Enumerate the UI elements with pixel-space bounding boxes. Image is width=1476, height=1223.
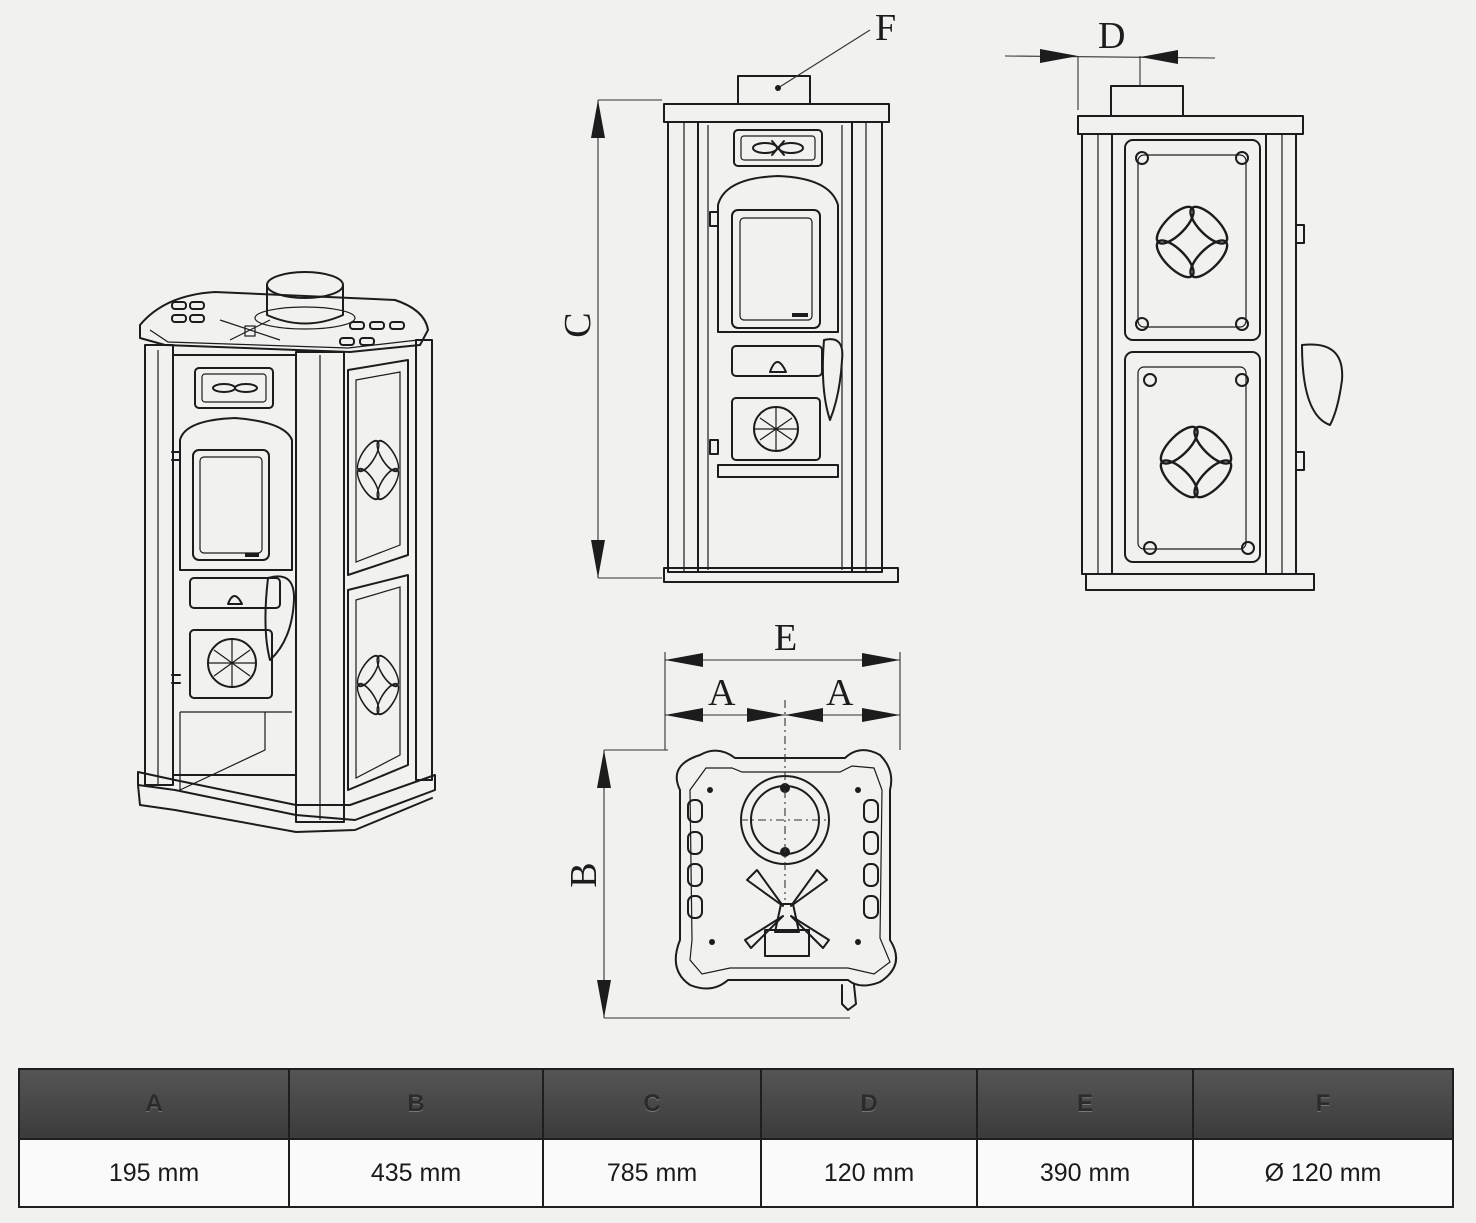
label-d: D	[1098, 15, 1125, 57]
value-c: 785 mm	[542, 1138, 762, 1208]
header-c: C	[542, 1068, 762, 1140]
label-b: B	[563, 862, 605, 887]
dimensions-table: A B C D E F 195 mm 435 mm 785 mm 120 mm …	[18, 1068, 1454, 1208]
table-row: 195 mm 435 mm 785 mm 120 mm 390 mm Ø 120…	[18, 1138, 1454, 1208]
label-c: C	[557, 312, 599, 337]
value-a: 195 mm	[18, 1138, 290, 1208]
value-b: 435 mm	[288, 1138, 544, 1208]
header-a: A	[18, 1068, 290, 1140]
header-b: B	[288, 1068, 544, 1140]
stove-perspective-view	[137, 271, 436, 833]
stove-top-view	[597, 652, 901, 1019]
label-f: F	[875, 7, 896, 49]
label-a-left: A	[708, 672, 736, 714]
value-d: 120 mm	[760, 1138, 978, 1208]
value-f: Ø 120 mm	[1192, 1138, 1454, 1208]
table-header-row: A B C D E F	[18, 1068, 1454, 1140]
header-d: D	[760, 1068, 978, 1140]
technical-drawing: F D C E A A B	[137, 7, 1344, 1019]
label-e: E	[774, 617, 797, 659]
stove-front-view	[591, 29, 899, 583]
stove-side-view	[1004, 49, 1344, 591]
header-e: E	[976, 1068, 1194, 1140]
label-a-right: A	[826, 672, 854, 714]
header-f: F	[1192, 1068, 1454, 1140]
value-e: 390 mm	[976, 1138, 1194, 1208]
